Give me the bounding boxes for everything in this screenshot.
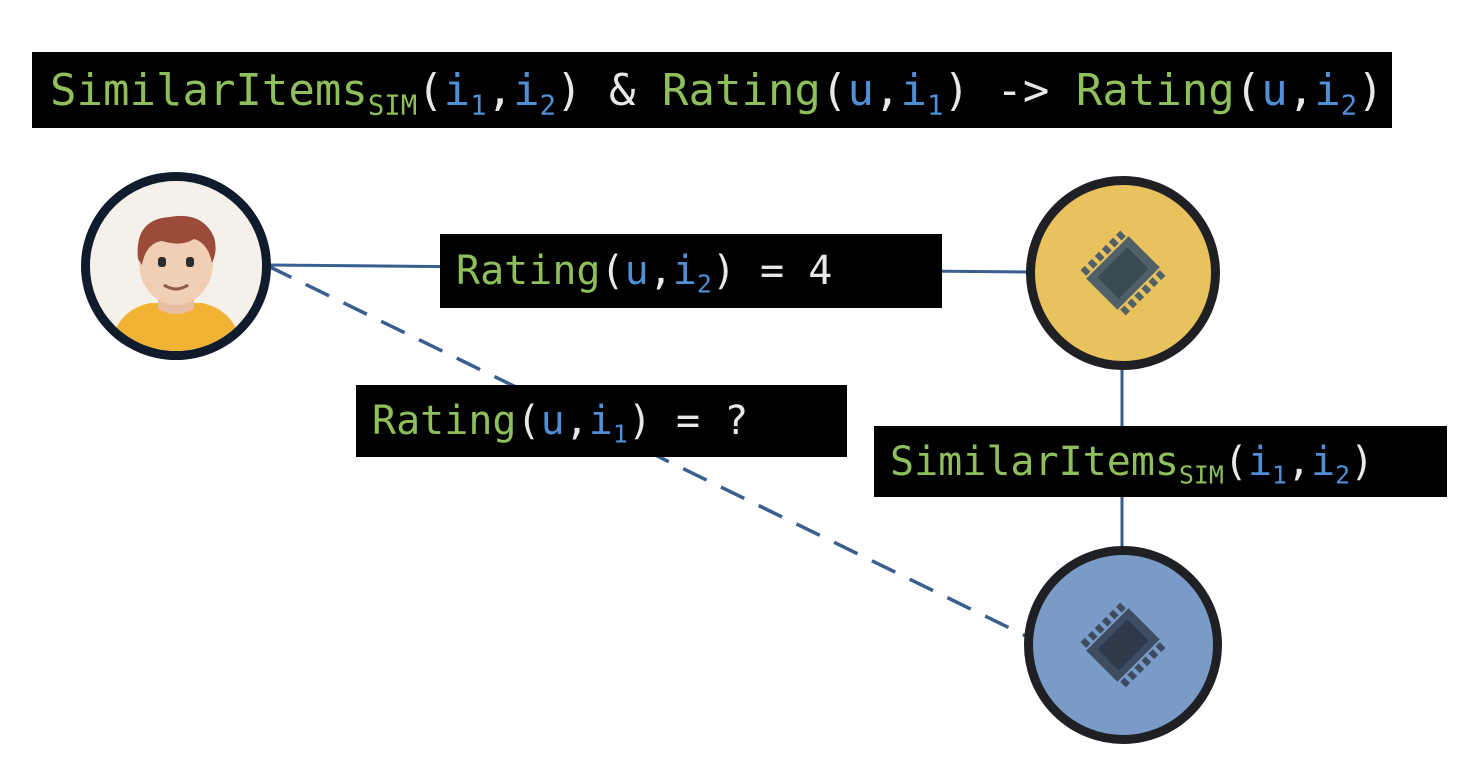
observed-rating-value: 4	[808, 248, 833, 294]
rule-and-operator: &	[608, 64, 636, 116]
rule-banner: SimilarItemsSIM(i1,i2) & Rating(u,i1) ->…	[32, 52, 1392, 128]
unknown-rating-predicate: Rating	[372, 398, 517, 444]
similarity-label: SimilarItemsSIM(i1,i2)	[874, 426, 1447, 497]
similarity-var-i1: i1	[1247, 438, 1287, 490]
unknown-rating-value: ?	[724, 398, 749, 444]
rule-rating-predicate-1: Rating	[661, 64, 821, 116]
unknown-rating-label: Rating(u,i1) = ?	[356, 385, 847, 457]
rule-rating-predicate-2: Rating	[1075, 64, 1235, 116]
rule-var-i2: i2	[513, 64, 556, 122]
rule-body-predicate: SimilarItemsSIM	[50, 64, 418, 122]
unrated-item-node	[1024, 546, 1222, 744]
observed-rating-predicate: Rating	[456, 248, 601, 294]
rule-implies-operator: ->	[996, 64, 1050, 116]
observed-equals: =	[760, 248, 785, 294]
similarity-predicate: SimilarItemsSIM	[890, 438, 1224, 490]
film-icon	[1080, 230, 1166, 316]
film-icon	[1080, 602, 1166, 688]
user-node	[81, 172, 271, 360]
rule-var-i2-b: i2	[1314, 64, 1358, 122]
rated-item-node	[1026, 176, 1220, 370]
user-avatar-icon	[90, 181, 262, 351]
observed-var-u: u	[624, 248, 649, 294]
similarity-var-i2: i2	[1311, 438, 1351, 490]
observed-var-i: i2	[672, 248, 712, 299]
unknown-var-u: u	[540, 398, 565, 444]
rule-var-u-2: u	[1261, 64, 1288, 116]
unknown-var-i: i1	[588, 398, 628, 449]
unknown-equals: =	[676, 398, 701, 444]
rule-var-i1: i1	[443, 64, 487, 122]
rule-var-i1-b: i1	[900, 64, 944, 122]
observed-rating-label: Rating(u,i2) = 4	[440, 234, 942, 308]
rule-var-u-1: u	[847, 64, 874, 116]
